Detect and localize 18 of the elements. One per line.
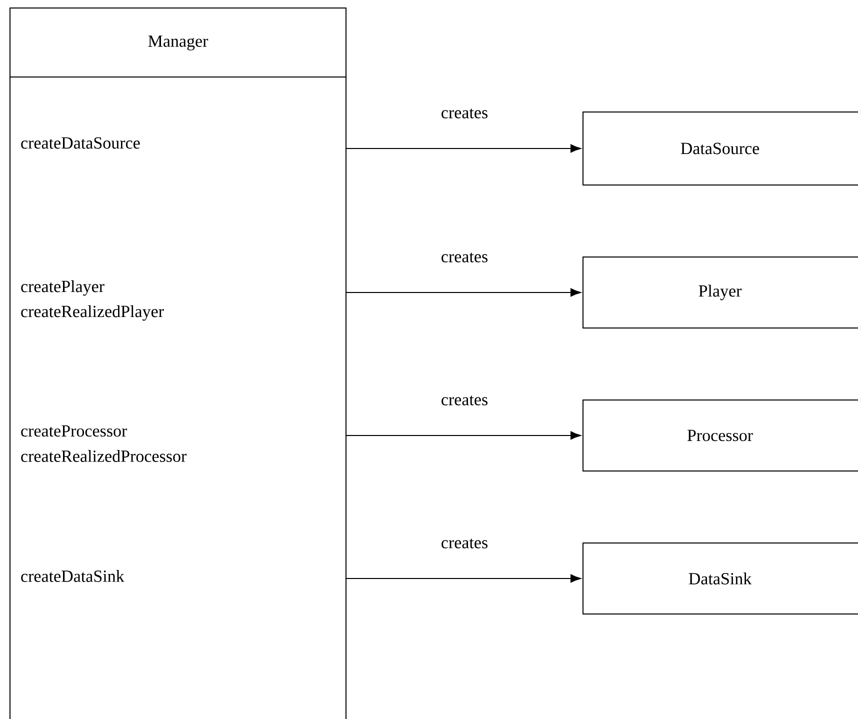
- class-box: Player: [582, 256, 858, 328]
- method-name: createDataSource: [21, 137, 140, 149]
- method-name: createPlayer: [21, 280, 104, 296]
- class-box: Processor: [582, 399, 858, 472]
- method-name: createProcessor: [21, 425, 128, 437]
- method-name: createRealizedPlayer: [21, 305, 164, 321]
- method-name: createDataSink: [21, 570, 124, 582]
- class-box: DataSink: [582, 542, 858, 614]
- method-name: createRealizedProcessor: [21, 450, 186, 462]
- arrow: [346, 574, 581, 583]
- edge-label: creates: [442, 252, 488, 262]
- edge-label: creates: [442, 108, 488, 118]
- arrow: [346, 288, 581, 297]
- edge-label: creates: [442, 396, 488, 406]
- arrow: [346, 144, 581, 153]
- class-box: DataSource: [582, 111, 858, 186]
- arrow: [346, 431, 581, 440]
- edge-label: creates: [442, 538, 488, 548]
